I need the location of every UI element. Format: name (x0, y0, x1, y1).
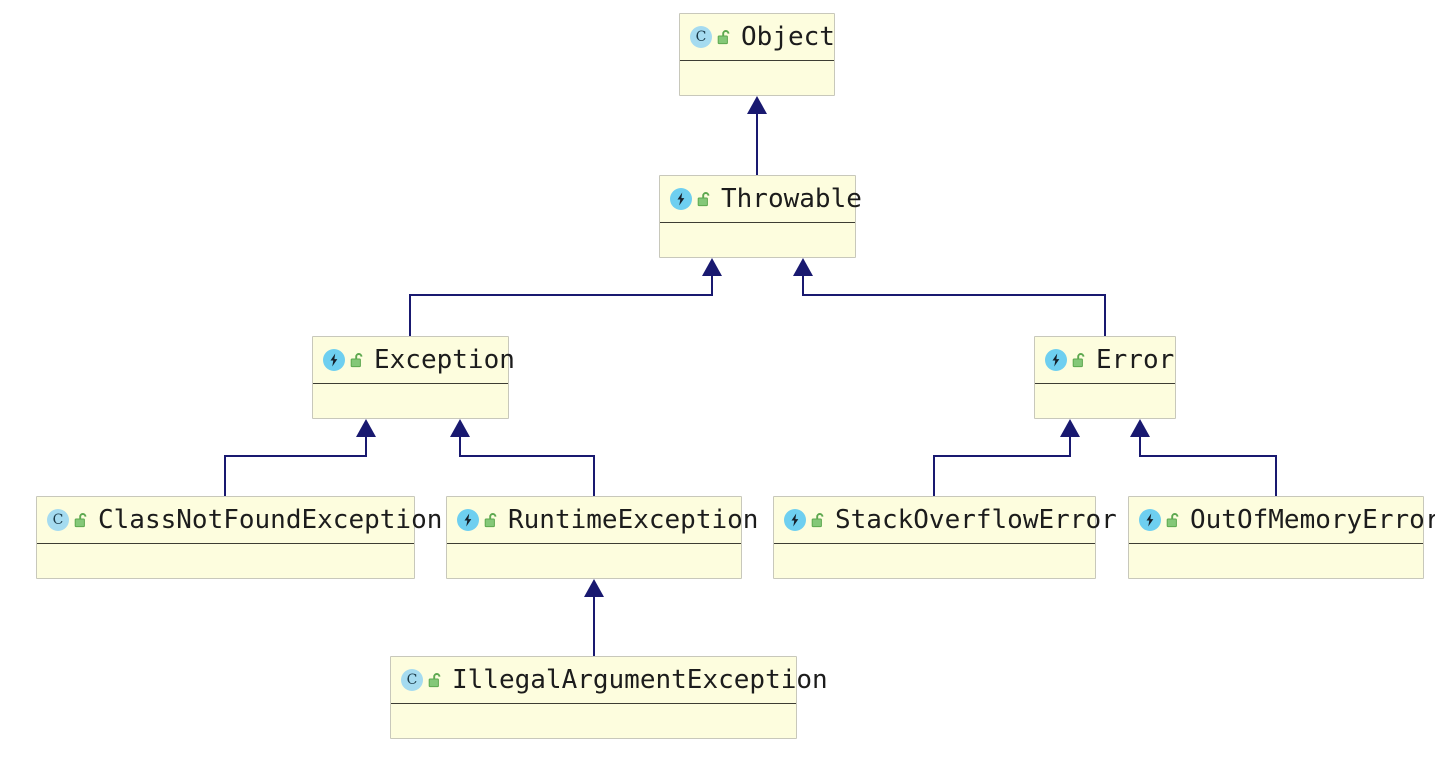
public-open-lock-icon (697, 192, 710, 207)
class-box-exception[interactable]: Exception (312, 336, 515, 420)
class-members-throwable (660, 223, 855, 259)
class-badge-letter: C (406, 672, 418, 688)
edge-exception-throwable (409, 274, 713, 336)
class-name-error: Error (1096, 345, 1175, 375)
public-open-lock-icon (428, 673, 441, 688)
head-error-left (1060, 419, 1080, 437)
class-header-exception: Exception (313, 337, 515, 384)
exception-bolt-icon (1045, 349, 1067, 371)
head-throwable-left (702, 258, 722, 276)
class-box-throwable[interactable]: Throwable (659, 175, 862, 259)
edge-error-throwable (802, 274, 1106, 336)
edge-outofmemoryerror-error (1139, 435, 1277, 496)
class-box-classnotfoundexception[interactable]: C ClassNotFoundException (36, 496, 442, 580)
class-circle-icon: C (401, 669, 423, 691)
class-box-illegalargumentexception[interactable]: C IllegalArgumentException (390, 656, 828, 740)
public-open-lock-icon (350, 353, 363, 368)
class-name-throwable: Throwable (721, 184, 862, 214)
class-badge-letter: C (52, 512, 64, 528)
class-box-object[interactable]: C Object (679, 13, 835, 96)
public-open-lock-icon (484, 513, 497, 528)
class-members-outofmemoryerror (1129, 544, 1423, 580)
class-members-illegalargumentexception (391, 704, 796, 740)
head-runtimeexception (584, 579, 604, 597)
class-members-stackoverflowerror (774, 544, 1095, 580)
class-name-exception: Exception (374, 345, 515, 375)
class-members-exception (313, 384, 508, 420)
class-header-runtimeexception: RuntimeException (447, 497, 758, 544)
class-name-outofmemoryerror: OutOfMemoryError (1190, 505, 1435, 535)
edge-stackoverflowerror-error (933, 435, 1071, 496)
public-open-lock-icon (1166, 513, 1179, 528)
class-header-classnotfoundexception: C ClassNotFoundException (37, 497, 442, 544)
head-throwable-right (793, 258, 813, 276)
class-circle-icon: C (690, 26, 712, 48)
public-open-lock-icon (1072, 353, 1085, 368)
exception-bolt-icon (323, 349, 345, 371)
class-box-error[interactable]: Error (1034, 336, 1176, 419)
exception-bolt-icon (1139, 509, 1161, 531)
head-error-right (1130, 419, 1150, 437)
edge-runtimeexception-exception (459, 435, 595, 496)
public-open-lock-icon (811, 513, 824, 528)
class-header-throwable: Throwable (660, 176, 862, 223)
exception-bolt-icon (670, 188, 692, 210)
class-members-object (680, 61, 834, 97)
class-name-illegalargumentexception: IllegalArgumentException (452, 665, 828, 695)
head-exception-right (450, 419, 470, 437)
exception-bolt-icon (784, 509, 806, 531)
edge-classnotfoundexception-exception (224, 435, 367, 496)
class-name-classnotfoundexception: ClassNotFoundException (98, 505, 443, 535)
class-box-stackoverflowerror[interactable]: StackOverflowError (773, 496, 1117, 580)
public-open-lock-icon (717, 30, 730, 45)
class-header-illegalargumentexception: C IllegalArgumentException (391, 657, 828, 704)
class-circle-icon: C (47, 509, 69, 531)
class-members-classnotfoundexception (37, 544, 414, 580)
class-box-runtimeexception[interactable]: RuntimeException (446, 496, 758, 580)
class-box-outofmemoryerror[interactable]: OutOfMemoryError (1128, 496, 1435, 580)
public-open-lock-icon (74, 513, 87, 528)
class-header-outofmemoryerror: OutOfMemoryError (1129, 497, 1435, 544)
head-exception-left (356, 419, 376, 437)
class-badge-letter: C (695, 29, 707, 45)
class-header-error: Error (1035, 337, 1175, 384)
class-members-runtimeexception (447, 544, 741, 580)
head-object (747, 96, 767, 114)
class-name-stackoverflowerror: StackOverflowError (835, 505, 1117, 535)
class-name-runtimeexception: RuntimeException (508, 505, 759, 535)
class-name-object: Object (741, 22, 835, 52)
class-header-stackoverflowerror: StackOverflowError (774, 497, 1117, 544)
exception-bolt-icon (457, 509, 479, 531)
class-members-error (1035, 384, 1175, 420)
class-header-object: C Object (680, 14, 835, 61)
